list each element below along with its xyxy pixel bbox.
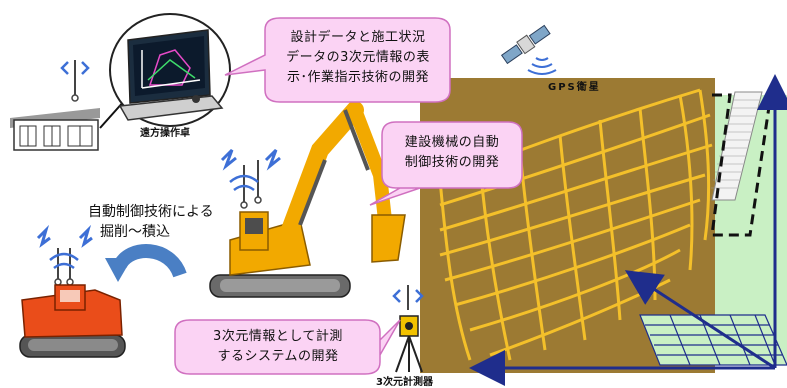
building-icon: [10, 108, 100, 151]
antenna-icon: [392, 285, 424, 310]
callout-line: 示･作業指示技術の開発: [286, 70, 429, 85]
callout-line: 3次元情報として計測: [213, 329, 343, 344]
coordinate-axes: [469, 74, 787, 386]
callout-design-display: 設計データと施工状況 データの3次元情報の表 示･作業指示技術の開発: [272, 28, 444, 88]
callout-line: 制御技術の開発: [404, 155, 500, 170]
remote-console-label: 遠方操作卓: [140, 128, 190, 139]
survey-instrument-label: 3次元計測器: [376, 377, 433, 388]
laptop-icon: [118, 29, 224, 121]
auto-excavate-line: 掘削～積込: [100, 224, 170, 240]
callout-line: データの3次元情報の表: [286, 50, 430, 65]
callout-line: 設計データと施工状況: [290, 30, 426, 45]
callout-auto-control-machine: 建設機械の自動 制御技術の開発: [386, 133, 518, 173]
excavator-bucket: [371, 214, 406, 263]
antenna-icon: [36, 224, 93, 286]
auto-excavate-label: 自動制御技術による 掘削～積込: [88, 202, 214, 242]
antenna-icon: [220, 148, 281, 209]
ground-mesh: [639, 314, 787, 366]
gps-satellite: [500, 24, 557, 75]
antenna-icon: [60, 60, 90, 102]
wireframe-grid: [438, 88, 713, 361]
design-outline: [710, 93, 772, 237]
return-arrow-icon: [105, 244, 187, 282]
callout-line: するシステムの開発: [217, 349, 339, 364]
terrain-area: [420, 74, 787, 386]
callout-line: 建設機械の自動: [404, 135, 500, 150]
remote-control-station: [10, 13, 231, 151]
gps-satellite-label: GPS衛星: [548, 82, 601, 93]
excavator: [209, 101, 406, 298]
callout-shapes: [174, 17, 523, 375]
crawler-dump: [19, 224, 126, 358]
auto-excavate-line: 自動制御技術による: [88, 204, 214, 220]
survey-instrument: [392, 285, 424, 373]
callout-measurement-system: 3次元情報として計測 するシステムの開発: [180, 327, 376, 367]
